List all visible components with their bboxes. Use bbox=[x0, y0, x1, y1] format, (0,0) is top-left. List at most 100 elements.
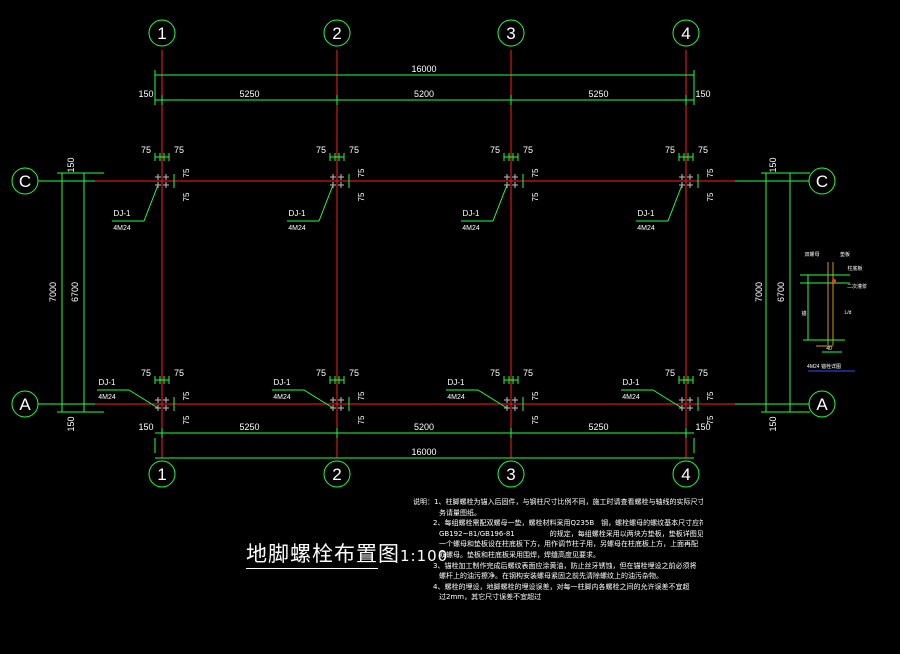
dim-bolt-offset: 75 bbox=[706, 415, 715, 424]
bolt-label-name: DJ-1 bbox=[114, 209, 131, 218]
dim-bolt-offset: 75 bbox=[706, 168, 715, 177]
bolt-leader bbox=[318, 184, 334, 222]
dim-bolt-offset: 75 bbox=[182, 192, 191, 201]
dim-total-width: 16000 bbox=[411, 64, 436, 74]
dim-bolt-offset: 75 bbox=[490, 368, 500, 378]
axis-label-1: 1 bbox=[157, 24, 166, 43]
dim-span: 5250 bbox=[239, 422, 259, 432]
note-line: 2、每组螺栓需配双螺母一垫，螺栓材料采用Q235B 钢，螺栓螺母的螺纹基本尺寸应… bbox=[433, 519, 703, 528]
axis-label-A: A bbox=[816, 395, 828, 414]
dim-bolt-offset: 75 bbox=[357, 415, 366, 424]
notes-block: 说明：1、柱脚螺栓为锚入后固件，与钢柱尺寸比例不同，施工时请查看螺栓与轴线的实际… bbox=[413, 497, 703, 603]
dim-span: 5250 bbox=[588, 89, 608, 99]
dim-bolt-offset: 75 bbox=[174, 145, 184, 155]
dim-bolt-offset: 75 bbox=[357, 192, 366, 201]
note-line: 务请量图纸。 bbox=[439, 508, 481, 517]
dim-bolt-offset: 75 bbox=[316, 368, 326, 378]
axis-label-C: C bbox=[816, 172, 828, 191]
dim-bolt-offset: 75 bbox=[141, 368, 151, 378]
dim-bolt-offset: 75 bbox=[523, 145, 533, 155]
bolt-label-spec: 4M24 bbox=[462, 225, 480, 232]
bolt-label-spec: 4M24 bbox=[98, 394, 116, 401]
detail-label: L/d bbox=[845, 310, 852, 316]
bolt-label-name: DJ-1 bbox=[274, 378, 291, 387]
axis-label-4: 4 bbox=[681, 465, 690, 484]
detail-label: 二次灌浆 bbox=[847, 283, 867, 290]
bolt-label-name: DJ-1 bbox=[623, 378, 640, 387]
dim-bolt-offset: 75 bbox=[182, 168, 191, 177]
dim-bolt-offset: 75 bbox=[523, 368, 533, 378]
bolt-label-spec: 4M24 bbox=[447, 394, 465, 401]
dim-edge: 150 bbox=[768, 157, 778, 172]
axis-label-1: 1 bbox=[157, 465, 166, 484]
bolt-label-name: DJ-1 bbox=[289, 209, 306, 218]
note-line: 双螺母。垫板和柱底板采用围焊，焊缝高度见要求。 bbox=[439, 550, 600, 559]
axis-bubble bbox=[672, 19, 700, 47]
note-line: 螺杆上的油污擦净。在钢构安装螺母紧固之前先清除螺纹上的油污杂物。 bbox=[439, 572, 663, 581]
dim-bolt-offset: 75 bbox=[531, 415, 540, 424]
bolt-label-spec: 4M24 bbox=[273, 394, 291, 401]
bolt-label-name: DJ-1 bbox=[638, 209, 655, 218]
bolt-label-name: DJ-1 bbox=[463, 209, 480, 218]
dim-span: 5200 bbox=[414, 422, 434, 432]
axis-bubble bbox=[148, 460, 176, 488]
bolt-label-spec: 4M24 bbox=[288, 225, 306, 232]
dim-bolt-offset: 75 bbox=[141, 145, 151, 155]
detail-label: 锚 bbox=[801, 310, 806, 317]
dim-total-depth: 7000 bbox=[754, 282, 764, 302]
detail-label: 40 bbox=[826, 346, 832, 352]
title-text: 地脚螺栓布置图 bbox=[246, 542, 400, 566]
bolt-leader bbox=[303, 389, 334, 409]
dim-bolt-offset: 75 bbox=[357, 391, 366, 400]
dim-span: 5250 bbox=[239, 89, 259, 99]
bolt-label-name: DJ-1 bbox=[448, 378, 465, 387]
dim-bolt-offset: 75 bbox=[349, 145, 359, 155]
detail-label: 垫板 bbox=[840, 251, 850, 258]
detail-label: 双螺母 bbox=[804, 251, 819, 258]
axis-label-3: 3 bbox=[506, 465, 515, 484]
bolt-leader bbox=[652, 389, 683, 409]
axis-bubble bbox=[672, 460, 700, 488]
dim-edge: 150 bbox=[138, 422, 153, 432]
dim-bolt-offset: 75 bbox=[531, 391, 540, 400]
axis-label-4: 4 bbox=[681, 24, 690, 43]
note-line: 说明：1、柱脚螺栓为锚入后固件，与钢柱尺寸比例不同，施工时请查看螺栓与轴线的实际… bbox=[413, 498, 703, 506]
dim-total-depth: 7000 bbox=[48, 282, 58, 302]
dim-bolt-offset: 75 bbox=[698, 145, 708, 155]
dim-bolt-offset: 75 bbox=[349, 368, 359, 378]
dim-total-width: 16000 bbox=[411, 447, 436, 457]
dim-inner-depth: 6700 bbox=[776, 282, 786, 302]
dim-edge: 150 bbox=[138, 89, 153, 99]
dim-span: 5200 bbox=[414, 89, 434, 99]
detail-caption: 4M24 锚栓详图 bbox=[807, 363, 841, 370]
dim-bolt-offset: 75 bbox=[665, 145, 675, 155]
dim-bolt-offset: 75 bbox=[316, 145, 326, 155]
dim-bolt-offset: 75 bbox=[182, 415, 191, 424]
axis-label-C: C bbox=[19, 172, 31, 191]
detail-label: 柱底板 bbox=[847, 265, 862, 272]
drawing-title: 地脚螺栓布置图1:100 bbox=[246, 538, 448, 568]
bolt-leader bbox=[492, 184, 508, 222]
note-line: 过2mm，其它尺寸误差不宜超过 bbox=[439, 593, 542, 602]
axis-bubble bbox=[497, 460, 525, 488]
bolt-leader bbox=[128, 389, 159, 409]
bolt-label-name: DJ-1 bbox=[99, 378, 116, 387]
dim-edge: 150 bbox=[768, 416, 778, 431]
dim-bolt-offset: 75 bbox=[182, 391, 191, 400]
bolt-label-spec: 4M24 bbox=[113, 225, 131, 232]
dim-span: 5250 bbox=[588, 422, 608, 432]
axis-label-2: 2 bbox=[332, 465, 341, 484]
note-line: 3、锚栓加工制作完成后螺纹表面应涂黄油，防止丝牙锈蚀，但在锚栓埋设之前必须将 bbox=[433, 561, 697, 570]
dim-bolt-offset: 75 bbox=[698, 368, 708, 378]
dim-bolt-offset: 75 bbox=[665, 368, 675, 378]
dim-bolt-offset: 75 bbox=[706, 192, 715, 201]
dim-bolt-offset: 75 bbox=[357, 168, 366, 177]
dim-bolt-offset: 75 bbox=[531, 192, 540, 201]
dim-bolt-offset: 75 bbox=[706, 391, 715, 400]
title-scale: 1:100 bbox=[400, 547, 449, 565]
bolt-leader bbox=[667, 184, 683, 222]
dim-edge: 150 bbox=[66, 416, 76, 431]
axis-label-2: 2 bbox=[332, 24, 341, 43]
note-line: 一个螺母和垫板设在柱底板下方，用作调节柱子用，另螺母在柱底板上方，上面再配 bbox=[439, 540, 698, 549]
